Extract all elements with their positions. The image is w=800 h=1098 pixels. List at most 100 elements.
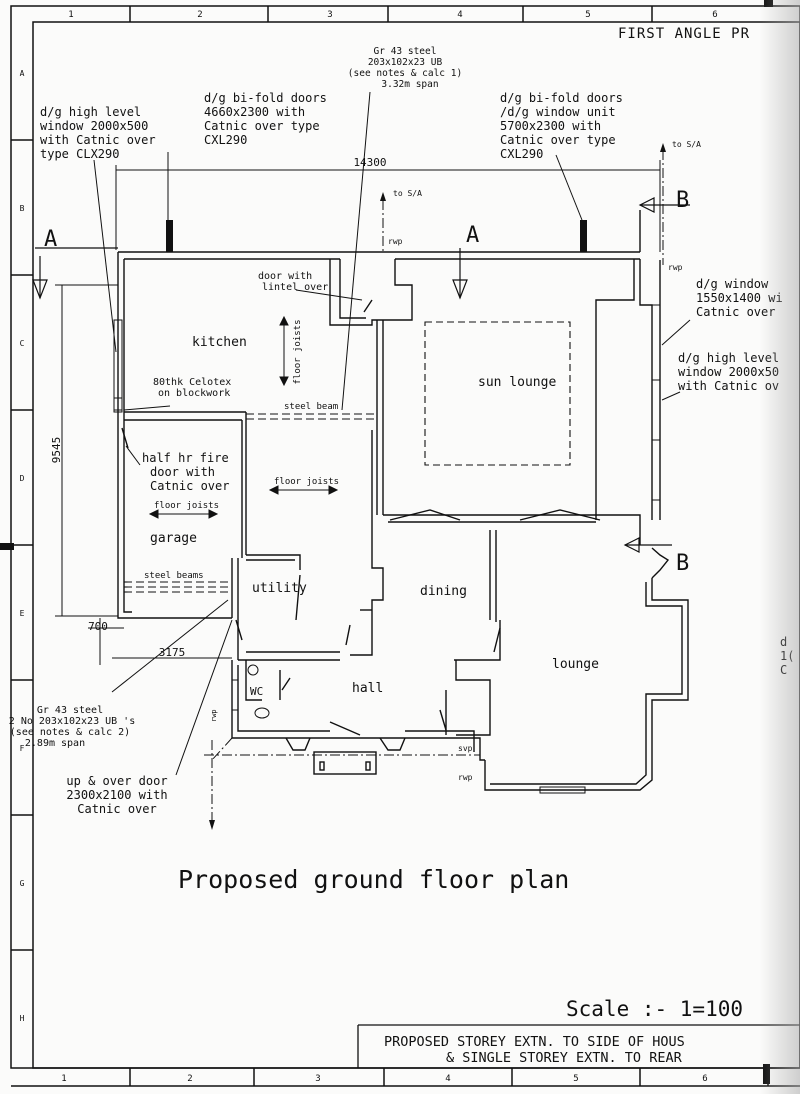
hl-window-note-right: d/g high level window 2000x50 with Catni… <box>678 351 779 393</box>
fire-door-note: half hr fire door with Catnic over <box>142 451 229 493</box>
section-label-b: B <box>676 551 689 576</box>
title-block-line: & SINGLE STOREY EXTN. TO REAR <box>446 1050 683 1066</box>
col-label: 4 <box>457 10 462 20</box>
svg-text:(see notes & calc 2): (see notes & calc 2) <box>10 727 130 738</box>
col-label: 5 <box>573 1074 578 1084</box>
room-wc: WC <box>250 685 263 698</box>
door-swings <box>121 299 601 736</box>
border-col-labels: 1 2 3 4 5 6 1 2 3 4 5 6 <box>61 10 717 1084</box>
col-label: 6 <box>702 1074 707 1084</box>
svg-text:5700x2300 with: 5700x2300 with <box>500 119 601 133</box>
drain-arrow <box>380 192 386 201</box>
section-label-a: A <box>44 227 57 252</box>
steel-beam-lines <box>124 413 376 593</box>
celotex-note: 80thk Celotex on blockwork <box>153 377 231 399</box>
svg-text:d/g bi-fold doors: d/g bi-fold doors <box>204 91 327 105</box>
svg-text:d: d <box>780 635 787 649</box>
bifold-door-marker <box>580 220 587 252</box>
registration-mark <box>0 543 14 550</box>
svg-text:window 2000x50: window 2000x50 <box>678 365 779 379</box>
window-note-right: d/g window 1550x1400 wi Catnic over <box>696 277 783 319</box>
svg-text:203x102x23 UB: 203x102x23 UB <box>368 57 443 68</box>
room-garage: garage <box>150 531 197 546</box>
svg-text:d/g window: d/g window <box>696 277 769 291</box>
svg-text:door with: door with <box>258 271 312 282</box>
svg-text:Catnic over type: Catnic over type <box>204 119 320 133</box>
svg-text:up & over door: up & over door <box>66 774 167 788</box>
scale-label: Scale :- 1=100 <box>566 997 743 1021</box>
room-utility: utility <box>252 581 307 596</box>
svg-text:CXL290: CXL290 <box>500 147 543 161</box>
dim-3175: 3175 <box>159 646 186 659</box>
row-label: G <box>20 879 25 888</box>
svg-text:(see notes & calc 1): (see notes & calc 1) <box>348 68 462 79</box>
col-label: 1 <box>68 10 73 20</box>
room-dining: dining <box>420 584 467 599</box>
window-frames <box>113 304 661 794</box>
drain-arrow <box>660 143 666 152</box>
rwp-label: rwp <box>668 263 683 272</box>
svg-text:4660x2300 with: 4660x2300 with <box>204 105 305 119</box>
svg-text:C: C <box>780 663 787 677</box>
walls <box>117 210 689 791</box>
svg-text:1550x1400 wi: 1550x1400 wi <box>696 291 783 305</box>
roof-light-outline <box>424 321 571 466</box>
right-cut-note: d 1( C <box>780 635 794 677</box>
svg-text:2 No 203x102x23 UB 's: 2 No 203x102x23 UB 's <box>9 716 135 727</box>
floor-joists-label: floor joists <box>154 501 219 511</box>
room-sun-lounge: sun lounge <box>478 375 556 390</box>
wc-toilet <box>254 707 270 719</box>
room-labels: kitchen sun lounge garage utility dining… <box>150 335 599 698</box>
col-label: 2 <box>197 10 202 20</box>
hl-window-note-left: d/g high level window 2000x500 with Catn… <box>40 105 156 161</box>
floor-joists-label: floor joists <box>293 319 303 384</box>
section-label-a: A <box>466 223 479 248</box>
steel-note-bottom: Gr 43 steel 2 No 203x102x23 UB 's (see n… <box>9 705 135 749</box>
up-over-note: up & over door 2300x2100 with Catnic ove… <box>66 774 167 816</box>
svg-text:2300x2100 with: 2300x2100 with <box>66 788 167 802</box>
rwp-label: rwp <box>458 773 473 782</box>
svg-text:with Catnic ov: with Catnic ov <box>678 379 779 393</box>
svg-text:d/g high level: d/g high level <box>40 105 141 119</box>
svg-text:window 2000x500: window 2000x500 <box>40 119 148 133</box>
dim-700: 700 <box>88 620 108 633</box>
projection-label: FIRST ANGLE PR <box>618 26 750 42</box>
svg-text:on blockwork: on blockwork <box>158 388 230 399</box>
col-label: 2 <box>187 1074 192 1084</box>
svg-text:half hr fire: half hr fire <box>142 451 229 465</box>
svg-text:type CLX290: type CLX290 <box>40 147 119 161</box>
drawing-title: Proposed ground floor plan <box>178 865 569 894</box>
steel-note-top: Gr 43 steel 203x102x23 UB (see notes & c… <box>348 46 462 90</box>
room-kitchen: kitchen <box>192 335 247 350</box>
svg-text:Catnic over type: Catnic over type <box>500 133 616 147</box>
row-label: E <box>20 609 25 618</box>
registration-mark <box>763 1064 770 1084</box>
svg-text:d/g high level: d/g high level <box>678 351 779 365</box>
steel-beam-label: steel beam <box>284 402 338 412</box>
section-label-b: B <box>676 188 689 213</box>
col-label: 5 <box>585 10 590 20</box>
room-hall: hall <box>352 681 383 696</box>
to-sa-label: to S/A <box>393 189 422 198</box>
svp-label: svp <box>458 744 473 753</box>
registration-mark <box>764 0 773 7</box>
dim-width: 14300 <box>353 156 386 169</box>
title-block: PROPOSED STOREY EXTN. TO SIDE OF HOUS & … <box>357 1024 800 1068</box>
drain-arrow <box>209 820 215 830</box>
leader-lines <box>93 91 691 776</box>
dim-height: 9545 <box>50 437 63 464</box>
floor-joists-label: floor joists <box>274 477 339 487</box>
dimension-lines <box>55 160 661 665</box>
bifold-door-marker <box>166 220 173 252</box>
col-label: 3 <box>327 10 332 20</box>
rwp-label: rwp <box>210 709 218 722</box>
svg-text:2.89m span: 2.89m span <box>25 738 85 749</box>
svg-text:door with: door with <box>150 465 215 479</box>
svg-text:lintel over: lintel over <box>262 282 328 293</box>
col-label: 1 <box>61 1074 66 1084</box>
svg-text:1(: 1( <box>780 649 794 663</box>
border-row-labels: A B C D E F G H <box>20 69 25 1023</box>
room-lounge: lounge <box>552 657 599 672</box>
